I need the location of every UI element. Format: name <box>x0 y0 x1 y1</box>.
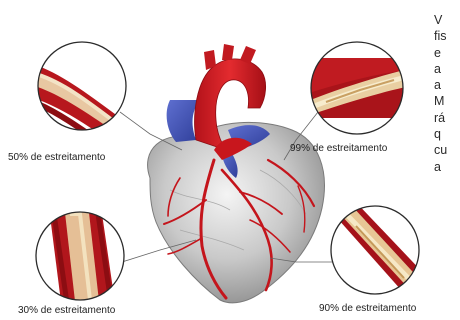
side-text-line: M <box>434 93 460 109</box>
side-text-line: a <box>434 61 460 77</box>
side-text-line: fis <box>434 28 460 44</box>
side-text-line: rá <box>434 110 460 126</box>
magnifier-top-right <box>300 42 420 134</box>
side-text-line: q <box>434 126 460 142</box>
caption-bottom-right: 90% de estreitamento <box>319 303 416 314</box>
side-text-line: a <box>434 159 460 175</box>
heart-illustration <box>148 44 325 303</box>
caption-top-left: 50% de estreitamento <box>8 152 105 163</box>
cropped-side-text: V fis e a a M rá q cu a <box>434 12 460 175</box>
caption-top-right: 99% de estreitamento <box>290 143 387 154</box>
side-text-line: cu <box>434 142 460 158</box>
magnifier-bottom-right <box>330 196 430 300</box>
magnifier-bottom-left <box>36 200 124 310</box>
caption-bottom-left: 30% de estreitamento <box>18 305 115 316</box>
side-text-line: a <box>434 77 460 93</box>
side-text-line: e <box>434 45 460 61</box>
side-text-line: V <box>434 12 460 28</box>
